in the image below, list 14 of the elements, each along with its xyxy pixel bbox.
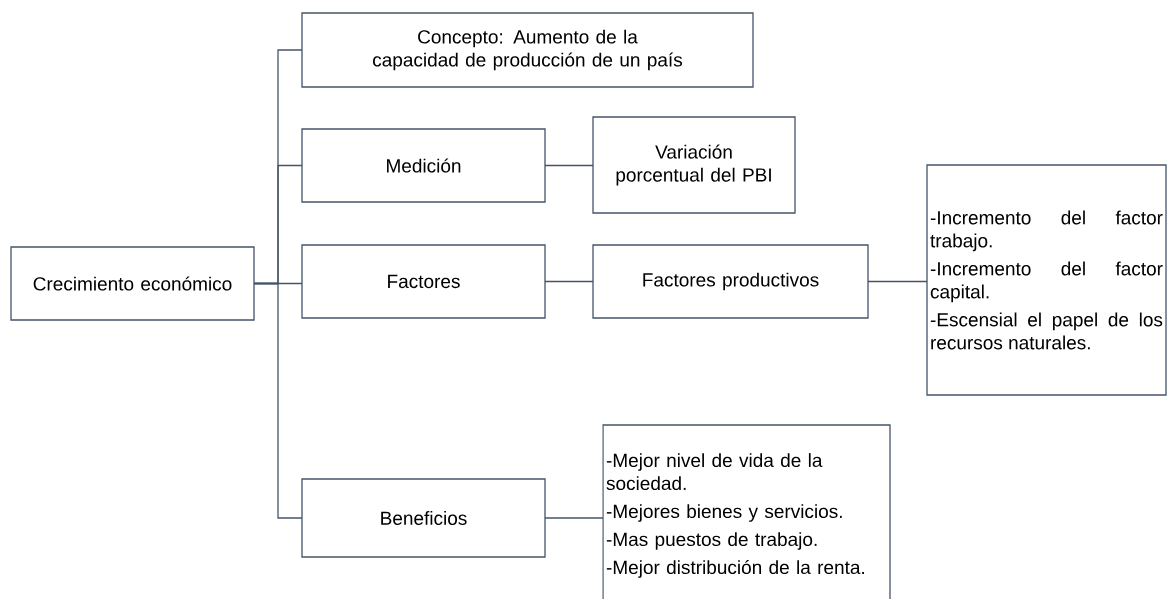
connector-line <box>544 280 594 283</box>
connector-line <box>544 164 594 167</box>
connector-line <box>544 517 604 519</box>
text-box: Medición <box>301 128 546 203</box>
text-box: Factores productivos <box>592 244 869 319</box>
text-box: Crecimiento económico <box>10 246 255 321</box>
connector-line <box>253 282 303 519</box>
text-box: Variación porcentual del PBI <box>592 116 796 214</box>
connector-line <box>867 280 928 283</box>
text-box: Factores <box>301 244 546 319</box>
text-box: Concepto: Aumento de la capacidad de producción de un país <box>301 12 754 88</box>
text-box: Beneficios <box>301 478 546 558</box>
list-box: -Mejor nivel de vida de la sociedad. -Mejores bienes y servicios. -Mas puestos de trabajo. -Mejor distribución de la renta. <box>602 424 891 599</box>
list-box: -Incremento del factor trabajo. -Incremento del factor capital. -Escensial el papel de los recursos naturales. <box>926 164 1167 396</box>
